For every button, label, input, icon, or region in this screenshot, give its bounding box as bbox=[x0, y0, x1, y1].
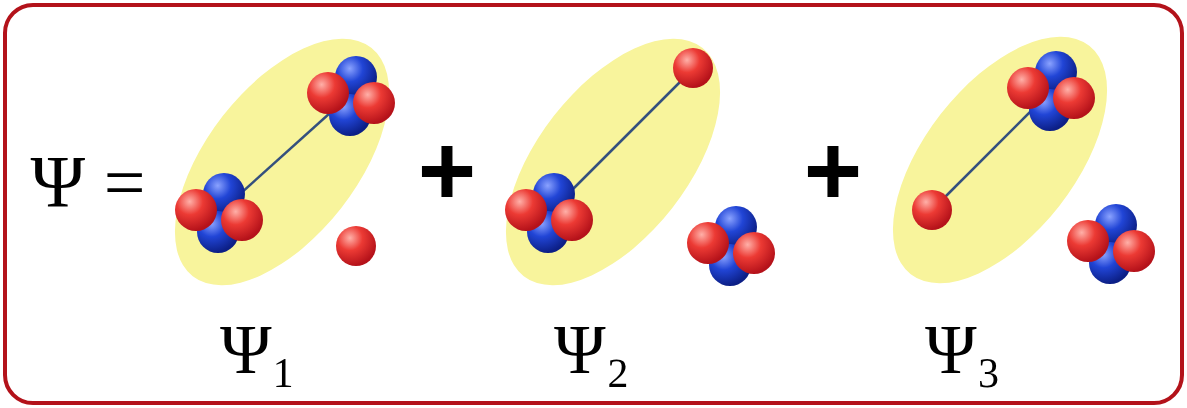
alpha-particle bbox=[175, 173, 263, 253]
wavefunction-symbol: Ψ = bbox=[31, 145, 146, 219]
plus-sign: + bbox=[418, 120, 476, 220]
plus-sign: + bbox=[804, 120, 862, 220]
alpha-particle bbox=[1007, 51, 1095, 131]
alpha-particle bbox=[1067, 204, 1155, 284]
proton bbox=[912, 190, 952, 230]
proton bbox=[673, 48, 713, 88]
alpha-particle bbox=[687, 206, 775, 286]
component-label: Ψ₂ bbox=[554, 315, 630, 385]
cluster-ellipse bbox=[134, 2, 431, 323]
component-label: Ψ₃ bbox=[925, 315, 1001, 385]
component-label: Ψ₁ bbox=[220, 315, 296, 385]
alpha-particle bbox=[505, 173, 593, 253]
alpha-particle bbox=[307, 56, 395, 136]
proton bbox=[336, 226, 376, 266]
